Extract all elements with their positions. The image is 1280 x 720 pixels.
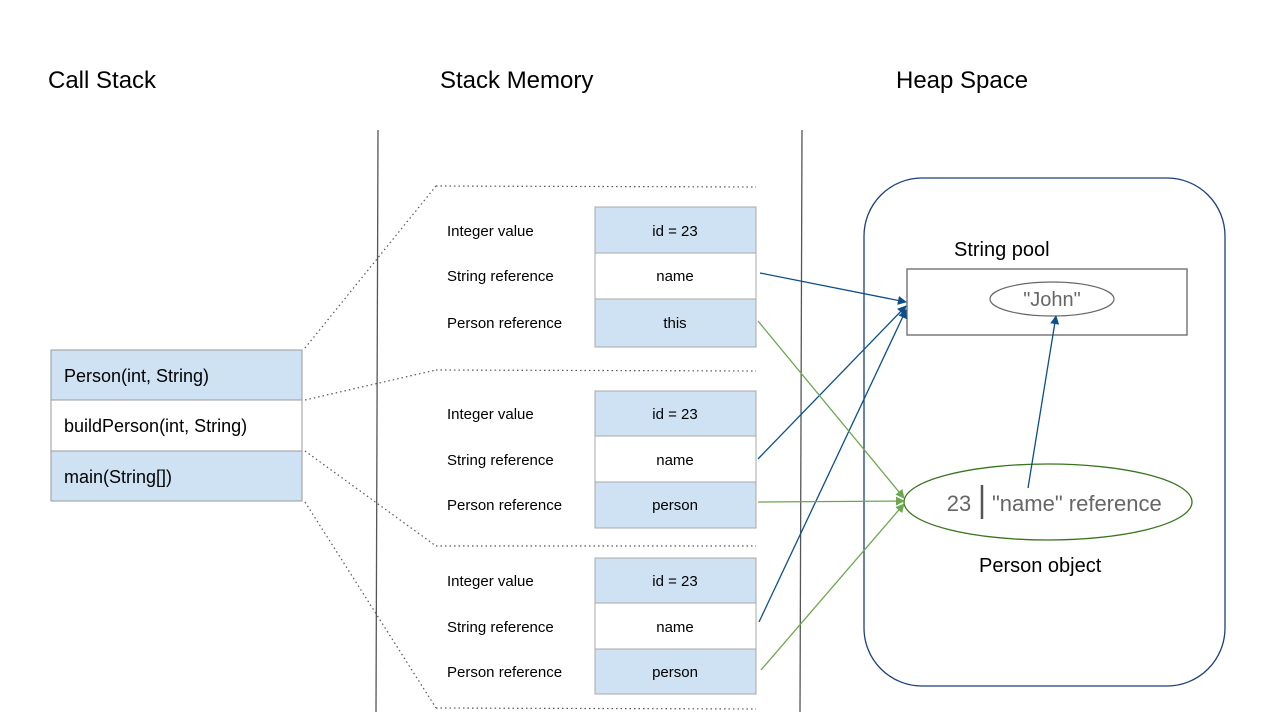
row-label: Person reference — [447, 664, 562, 681]
string-reference-arrow — [759, 272, 907, 305]
person-reference-arrow — [757, 320, 905, 499]
value-text: id = 23 — [652, 573, 697, 590]
call-stack-frame[interactable]: buildPerson(int, String) — [50, 399, 303, 452]
value-text: id = 23 — [652, 406, 697, 423]
john-string-object[interactable]: "John" — [989, 281, 1115, 317]
john-literal: "John" — [1023, 289, 1081, 311]
person-name-field: "name" reference — [992, 491, 1162, 516]
value-cell[interactable]: name — [594, 602, 757, 650]
row-label: Integer value — [447, 406, 534, 423]
value-cell[interactable]: person — [594, 648, 757, 695]
value-cell[interactable]: name — [594, 435, 757, 483]
connector-line — [304, 501, 437, 709]
stack-frame: Integer value String reference Person re… — [447, 206, 757, 348]
name-field-reference-arrow — [1027, 315, 1060, 489]
value-cell[interactable]: this — [594, 298, 757, 348]
call-stack-frame[interactable]: main(String[]) — [50, 450, 303, 502]
call-stack-frame-label: Person(int, String) — [64, 366, 209, 386]
call-stack-frame-label: buildPerson(int, String) — [64, 416, 247, 436]
value-cell[interactable]: id = 23 — [594, 206, 757, 254]
value-text: name — [656, 452, 694, 469]
value-text: name — [656, 268, 694, 285]
person-reference-arrow — [757, 496, 905, 506]
value-text: person — [652, 664, 698, 681]
stack-frame-boundaries — [435, 185, 757, 710]
connector-line — [304, 369, 437, 401]
stack-frame: Integer value String reference Person re… — [447, 390, 757, 529]
frame-boundary — [435, 707, 757, 710]
row-label: String reference — [447, 268, 554, 285]
call-stack: Person(int, String) buildPerson(int, Str… — [50, 349, 303, 502]
call-stack-frame-label: main(String[]) — [64, 467, 172, 487]
connector-line — [304, 450, 437, 547]
value-text: person — [652, 497, 698, 514]
value-cell[interactable]: id = 23 — [594, 390, 757, 437]
divider-left — [375, 129, 379, 713]
heap-boundary — [863, 177, 1226, 687]
person-id-value: 23 — [947, 491, 971, 516]
value-cell[interactable]: id = 23 — [594, 557, 757, 604]
string-reference-arrow — [757, 305, 907, 460]
string-reference-arrow — [758, 309, 907, 623]
person-object-label: Person object — [979, 555, 1102, 577]
row-label: Person reference — [447, 497, 562, 514]
row-label: String reference — [447, 619, 554, 636]
person-object[interactable]: 23 "name" reference — [903, 463, 1193, 541]
row-label: Integer value — [447, 573, 534, 590]
heap-space: String pool "John" 23 "name" reference P… — [863, 177, 1226, 687]
divider-right — [799, 129, 803, 713]
call-stack-frame[interactable]: Person(int, String) — [50, 349, 303, 401]
reference-arrows — [757, 272, 1060, 671]
value-cell[interactable]: person — [594, 481, 757, 529]
value-text: id = 23 — [652, 223, 697, 240]
frame-connectors — [304, 185, 437, 709]
value-text: this — [663, 315, 686, 332]
value-cell[interactable]: name — [594, 252, 757, 300]
row-label: String reference — [447, 452, 554, 469]
value-text: name — [656, 619, 694, 636]
frame-boundary — [435, 369, 757, 372]
stack-frame: Integer value String reference Person re… — [447, 557, 757, 695]
row-label: Integer value — [447, 223, 534, 240]
call-stack-title: Call Stack — [48, 67, 157, 94]
string-pool-label: String pool — [954, 239, 1050, 261]
frame-boundary — [435, 185, 757, 188]
person-reference-arrow — [760, 503, 905, 671]
stack-memory-title: Stack Memory — [440, 67, 593, 94]
heap-space-title: Heap Space — [896, 67, 1028, 94]
row-label: Person reference — [447, 315, 562, 332]
connector-line — [304, 185, 437, 349]
